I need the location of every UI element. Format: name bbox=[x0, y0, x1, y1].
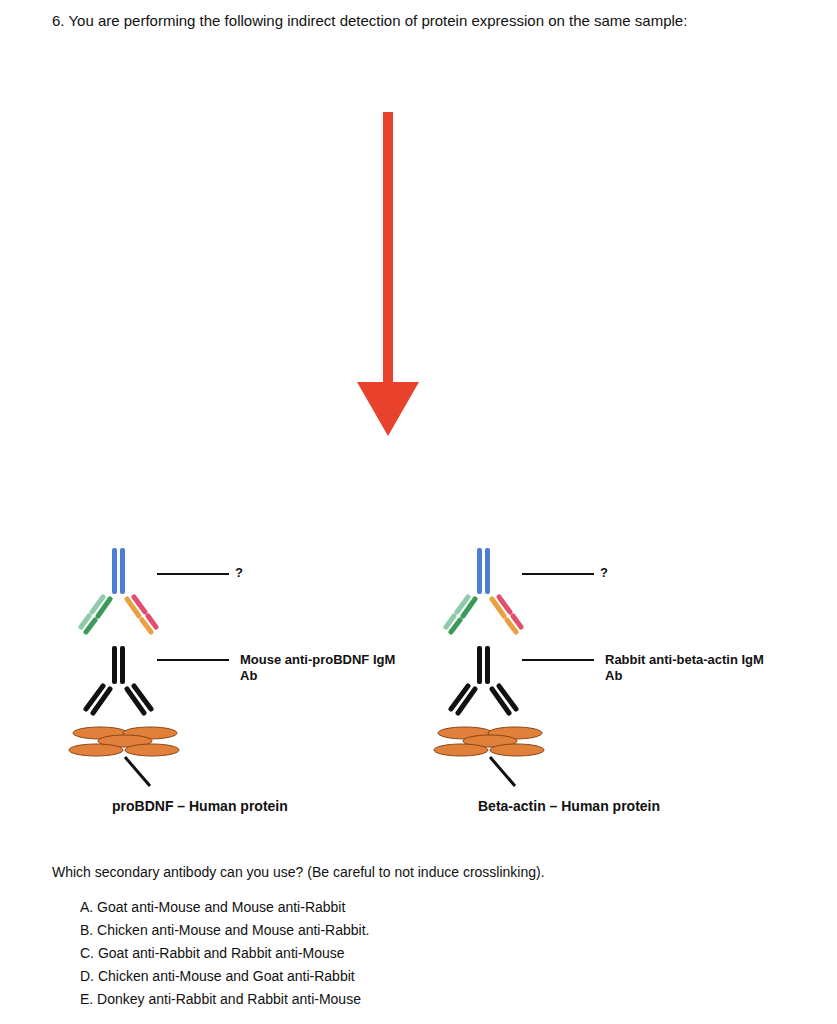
leader-line bbox=[157, 659, 229, 661]
unknown-mark: ? bbox=[235, 565, 243, 581]
antibody-stack bbox=[69, 548, 179, 786]
arrow-head bbox=[357, 382, 419, 436]
unknown-mark: ? bbox=[600, 565, 608, 581]
antibody-stack bbox=[434, 548, 544, 786]
question-heading: 6. You are performing the following indi… bbox=[52, 12, 822, 31]
question-text: Which secondary antibody can you use? (B… bbox=[52, 864, 822, 882]
answer-option: C. Goat anti-Rabbit and Rabbit anti-Mous… bbox=[80, 945, 345, 963]
leader-line bbox=[522, 573, 594, 575]
answer-option: B. Chicken anti-Mouse and Mouse anti-Rab… bbox=[80, 922, 369, 940]
answer-option: D. Chicken anti-Mouse and Goat anti-Rabb… bbox=[80, 968, 355, 986]
arrow-shaft bbox=[383, 112, 393, 384]
primary-antibody-label: Rabbit anti-beta-actin IgM Ab bbox=[605, 652, 780, 685]
answer-option: A. Goat anti-Mouse and Mouse anti-Rabbit bbox=[80, 899, 345, 917]
answer-option: E. Donkey anti-Rabbit and Rabbit anti-Mo… bbox=[80, 991, 361, 1009]
protein-label: proBDNF – Human protein bbox=[112, 798, 288, 816]
leader-line bbox=[522, 659, 594, 661]
primary-antibody-label: Mouse anti-proBDNF IgM Ab bbox=[240, 652, 400, 685]
protein-label: Beta-actin – Human protein bbox=[478, 798, 660, 816]
leader-line bbox=[157, 573, 229, 575]
